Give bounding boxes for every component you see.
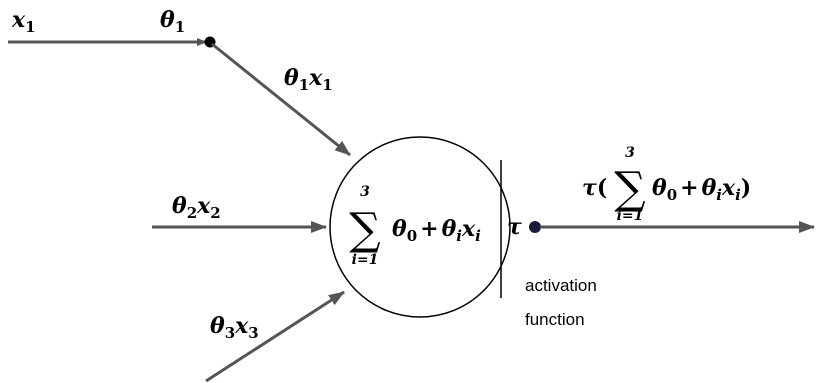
neuron-sum-upper: 3 bbox=[360, 184, 370, 200]
label-x1: x1 bbox=[11, 7, 36, 36]
label-theta1: θ1 bbox=[160, 7, 185, 36]
output-sum-sigma: ∑ bbox=[614, 163, 645, 214]
output-sum-lower: i=1 bbox=[617, 208, 644, 224]
output-formula: τ( 3 ∑ i=1 θ0+θixi) bbox=[582, 145, 751, 224]
output-node bbox=[529, 221, 541, 233]
neuron-sum-sigma: ∑ bbox=[349, 204, 380, 255]
neuron-sum-lower: i=1 bbox=[352, 252, 379, 268]
neuron-sum-formula: 3 ∑ i=1 θ0+θixi bbox=[349, 184, 481, 268]
output-tau-open: τ( bbox=[582, 175, 607, 201]
neuron-sum-terms: θ0+θixi bbox=[392, 216, 481, 245]
label-theta2x2: θ2x2 bbox=[172, 193, 221, 222]
theta1x1-arrow bbox=[211, 42, 351, 157]
label-theta1x1: θ1x1 bbox=[284, 65, 333, 94]
activation-note-line1: activation bbox=[525, 276, 597, 295]
theta3x3-arrow bbox=[205, 290, 345, 383]
label-theta3x3: θ3x3 bbox=[210, 313, 259, 342]
activation-symbol: τ bbox=[507, 214, 522, 240]
neuron-body bbox=[329, 136, 511, 318]
activation-note-line2: function bbox=[525, 310, 585, 329]
output-sum-upper: 3 bbox=[625, 145, 635, 161]
output-sum-terms: θ0+θixi) bbox=[652, 175, 751, 204]
